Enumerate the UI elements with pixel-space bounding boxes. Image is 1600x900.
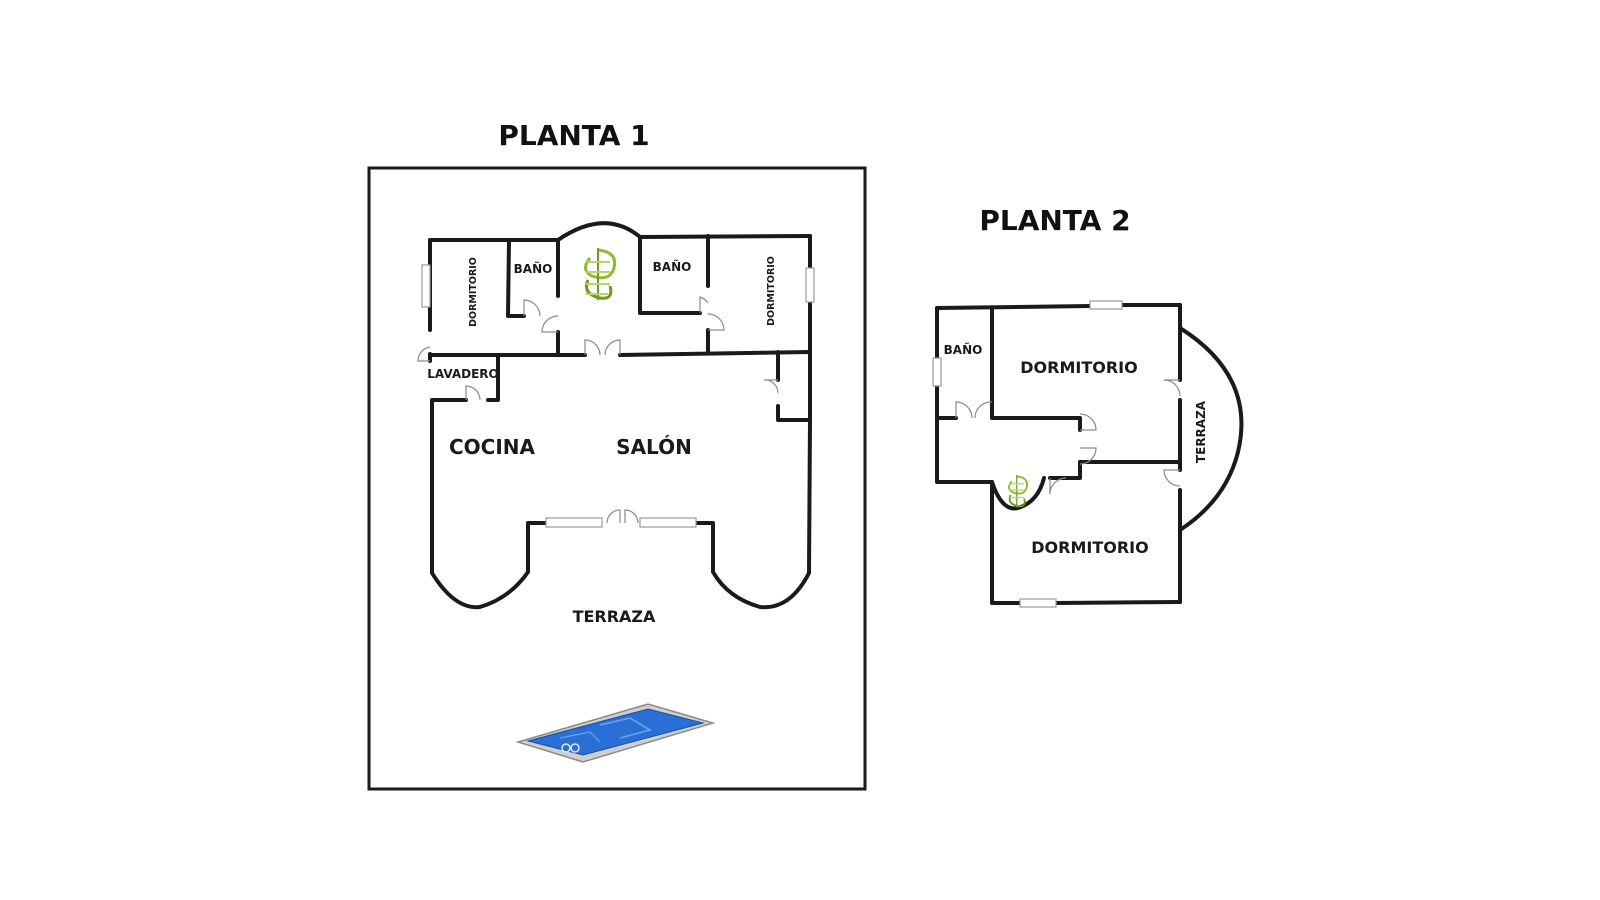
room-label-salon: SALÓN (616, 435, 692, 459)
door-swing-icon (1163, 469, 1181, 487)
door-swing-icon (707, 313, 725, 331)
room-label-bano-left: BAÑO (514, 261, 553, 276)
door-swing-icon (606, 509, 639, 524)
planta-2-doors (955, 379, 1181, 495)
room-label-terraza: TERRAZA (573, 607, 656, 626)
door-swing-icon (699, 296, 709, 313)
swimming-pool-icon (515, 703, 716, 763)
door-swing-icon (1163, 379, 1181, 397)
door-swing-icon (541, 315, 559, 333)
planta-1-title: PLANTA 1 (498, 119, 649, 152)
room-label-dormitorio-bottom: DORMITORIO (1031, 538, 1148, 557)
planta-2-room-labels: BAÑO DORMITORIO DORMITORIO TERRAZA (944, 342, 1208, 557)
planta-2-windows (932, 300, 1123, 608)
planta-2-title: PLANTA 2 (979, 204, 1130, 237)
planta-1: PLANTA 1 (367, 119, 867, 791)
room-label-bano-right: BAÑO (653, 259, 692, 274)
door-swing-icon (465, 385, 481, 401)
planta-1-walls (428, 221, 812, 610)
door-swing-icon (1079, 413, 1097, 431)
room-label-dormitorio-left: DORMITORIO (468, 257, 479, 327)
planta-1-windows (421, 264, 815, 528)
window-icon (639, 517, 697, 528)
room-label-cocina: COCINA (449, 435, 536, 459)
room-label-bano: BAÑO (944, 342, 983, 357)
window-icon (932, 357, 942, 387)
room-label-terraza: TERRAZA (1194, 400, 1208, 463)
window-icon (805, 267, 815, 303)
door-swing-icon (763, 379, 779, 394)
door-swing-icon (417, 346, 431, 362)
planta-1-room-labels: DORMITORIO BAÑO BAÑO DORMITORIO LAVADERO… (427, 256, 777, 626)
window-icon (545, 517, 603, 528)
window-icon (1089, 300, 1123, 310)
door-swing-icon (955, 401, 993, 419)
planta-2: PLANTA 2 (932, 204, 1244, 608)
door-swing-icon (1079, 447, 1097, 465)
spiral-staircase-icon (1008, 475, 1028, 508)
spiral-staircase-icon (584, 248, 617, 300)
door-swing-icon (584, 339, 621, 356)
planta-2-walls (935, 303, 1244, 605)
window-icon (421, 264, 431, 308)
room-label-dormitorio-right: DORMITORIO (766, 256, 777, 326)
room-label-dormitorio-top: DORMITORIO (1020, 358, 1137, 377)
window-icon (1019, 598, 1057, 608)
planta-1-doors (417, 296, 779, 524)
door-swing-icon (1049, 477, 1067, 495)
door-swing-icon (523, 299, 541, 317)
planta-1-plot-boundary (367, 166, 867, 791)
room-label-lavadero: LAVADERO (427, 367, 498, 381)
